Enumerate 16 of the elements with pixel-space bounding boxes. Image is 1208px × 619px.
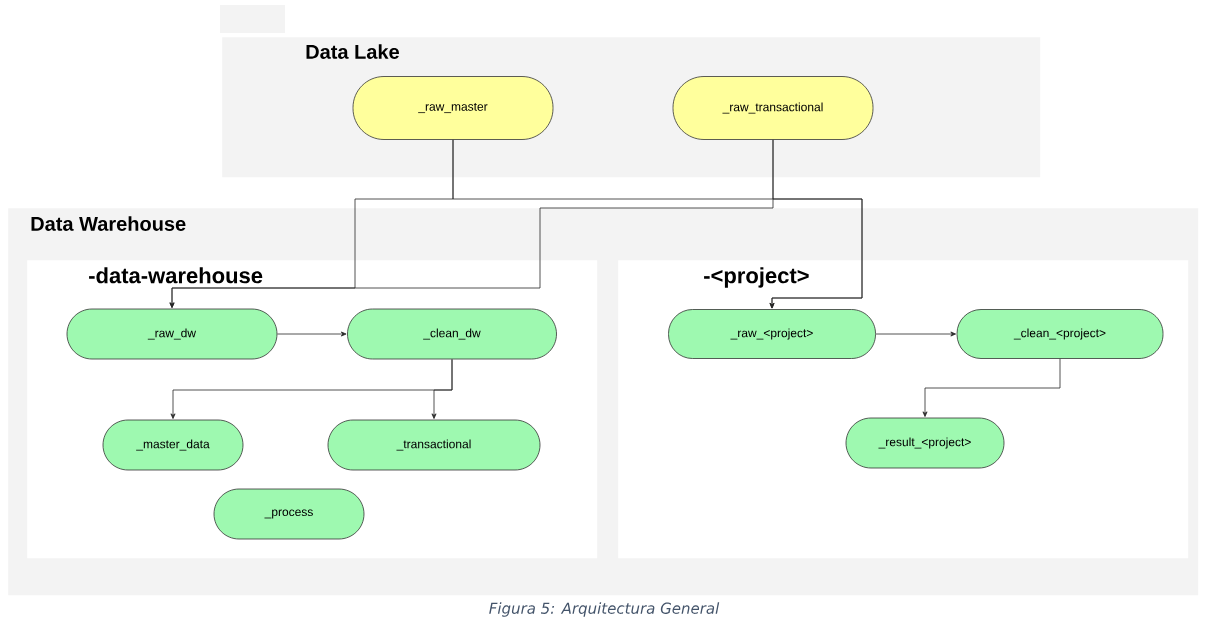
process-box: _raw_dw — [66, 308, 278, 360]
process-box: _master_data — [102, 419, 244, 471]
process-box: _clean_<project> — [956, 309, 1164, 359]
arrow — [277, 331, 347, 337]
process-box: _raw_master — [352, 76, 554, 140]
process-box: _raw_<project> — [668, 309, 876, 359]
process-box: _raw_transactional — [672, 76, 874, 140]
process-box: _transactional — [327, 419, 541, 471]
arrow — [431, 359, 453, 419]
process-box: _process — [213, 488, 365, 540]
arrow — [922, 358, 1061, 417]
arrow — [769, 139, 863, 309]
process-box: _result_<project> — [845, 417, 1005, 469]
arrow — [875, 331, 956, 337]
figure-caption: Figura 5: Arquitectura General — [489, 602, 720, 617]
process-box: _clean_dw — [347, 308, 557, 360]
